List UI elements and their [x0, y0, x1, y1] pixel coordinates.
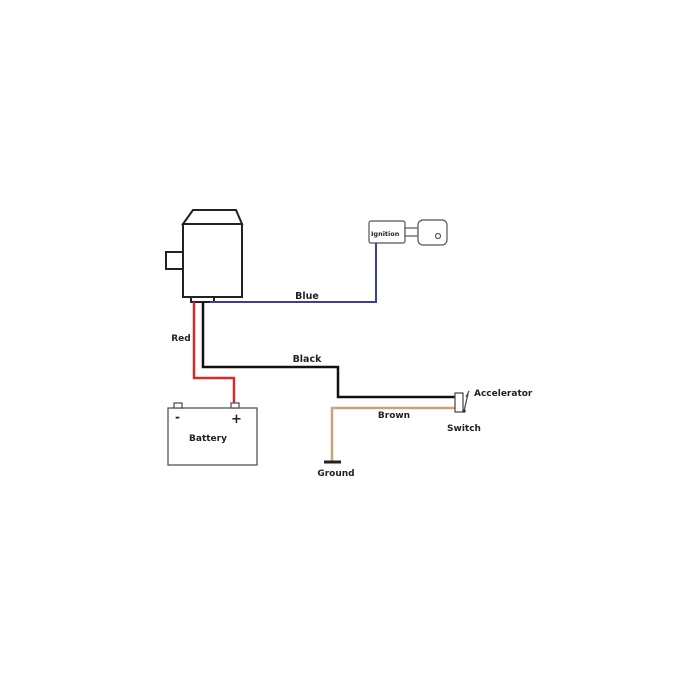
battery-terminal-positive: [230, 402, 240, 409]
ignition-label: Ignition: [371, 230, 400, 238]
red-label: Red: [171, 334, 190, 344]
motor-top: [181, 209, 244, 225]
accelerator-label: Accelerator: [474, 389, 533, 399]
black-label: Black: [293, 354, 323, 365]
motor: [165, 209, 244, 303]
ground-label: Ground: [317, 469, 354, 479]
red-wire: [192, 302, 236, 404]
brown-wire: [330, 406, 455, 462]
battery-minus: -: [175, 410, 180, 424]
battery: [167, 402, 258, 466]
black-wire: [201, 302, 455, 399]
blue-wire: [210, 243, 377, 303]
brown-label: Brown: [378, 411, 410, 421]
ignition-switch: [368, 219, 448, 246]
key-icon: [417, 219, 448, 246]
battery-plus: +: [231, 412, 242, 427]
battery-terminal-negative: [173, 402, 183, 409]
motor-body: [182, 223, 243, 298]
blue-label: Blue: [295, 291, 319, 302]
accelerator-switch: [454, 390, 470, 413]
switch-label: Switch: [447, 424, 481, 434]
battery-label: Battery: [189, 434, 227, 444]
key-shaft: [404, 227, 419, 237]
motor-side-box: [165, 251, 184, 270]
